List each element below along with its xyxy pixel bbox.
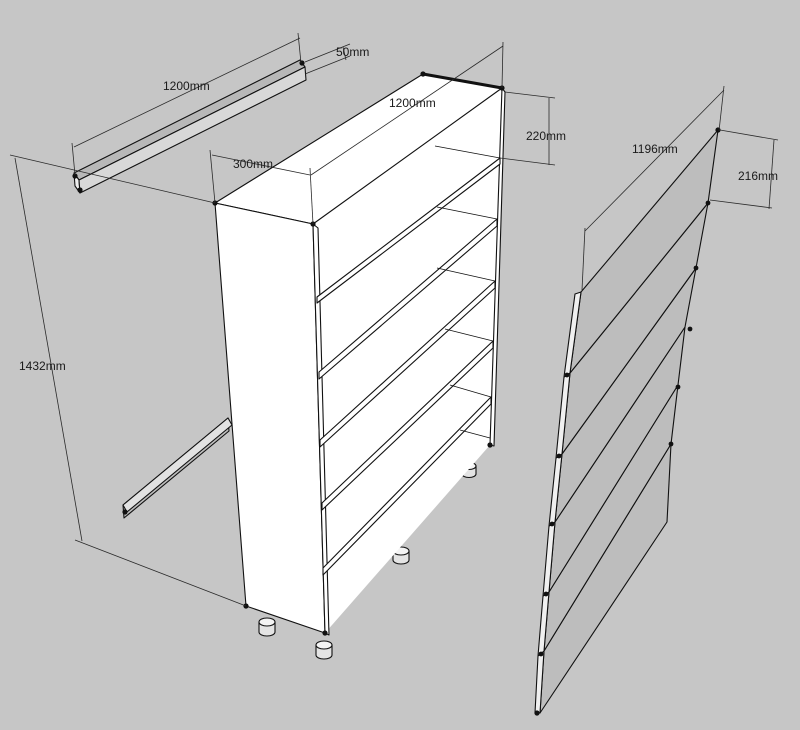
- dim-rail-height: 50mm: [336, 45, 369, 59]
- shelf-3: [319, 267, 496, 448]
- dimension-labels: 1200mm 50mm 1200mm 300mm 220mm 1432mm 11…: [19, 45, 778, 373]
- dim-height: 1432mm: [19, 359, 66, 373]
- shelf-1: [316, 145, 501, 304]
- dim-shelf-spacing: 220mm: [526, 129, 566, 143]
- panel-stack: [534, 127, 721, 716]
- bookshelf-carcass: [212, 71, 506, 636]
- dimension-lines: [9, 32, 779, 607]
- dim-panel-height: 216mm: [738, 169, 778, 183]
- shelf-5: [322, 384, 492, 576]
- dim-shelf-width: 1200mm: [389, 96, 436, 110]
- foot-front-right: [315, 640, 333, 660]
- bottom-shelf: [459, 429, 491, 439]
- top-rail: [72, 59, 307, 194]
- shelf-2: [318, 206, 498, 380]
- dim-depth: 300mm: [233, 157, 273, 171]
- foot-front-left: [258, 617, 276, 637]
- bottom-rail: [122, 417, 233, 519]
- dim-rail-length: 1200mm: [163, 79, 210, 93]
- dim-panel-width: 1196mm: [632, 142, 678, 156]
- shelf-4: [321, 328, 494, 511]
